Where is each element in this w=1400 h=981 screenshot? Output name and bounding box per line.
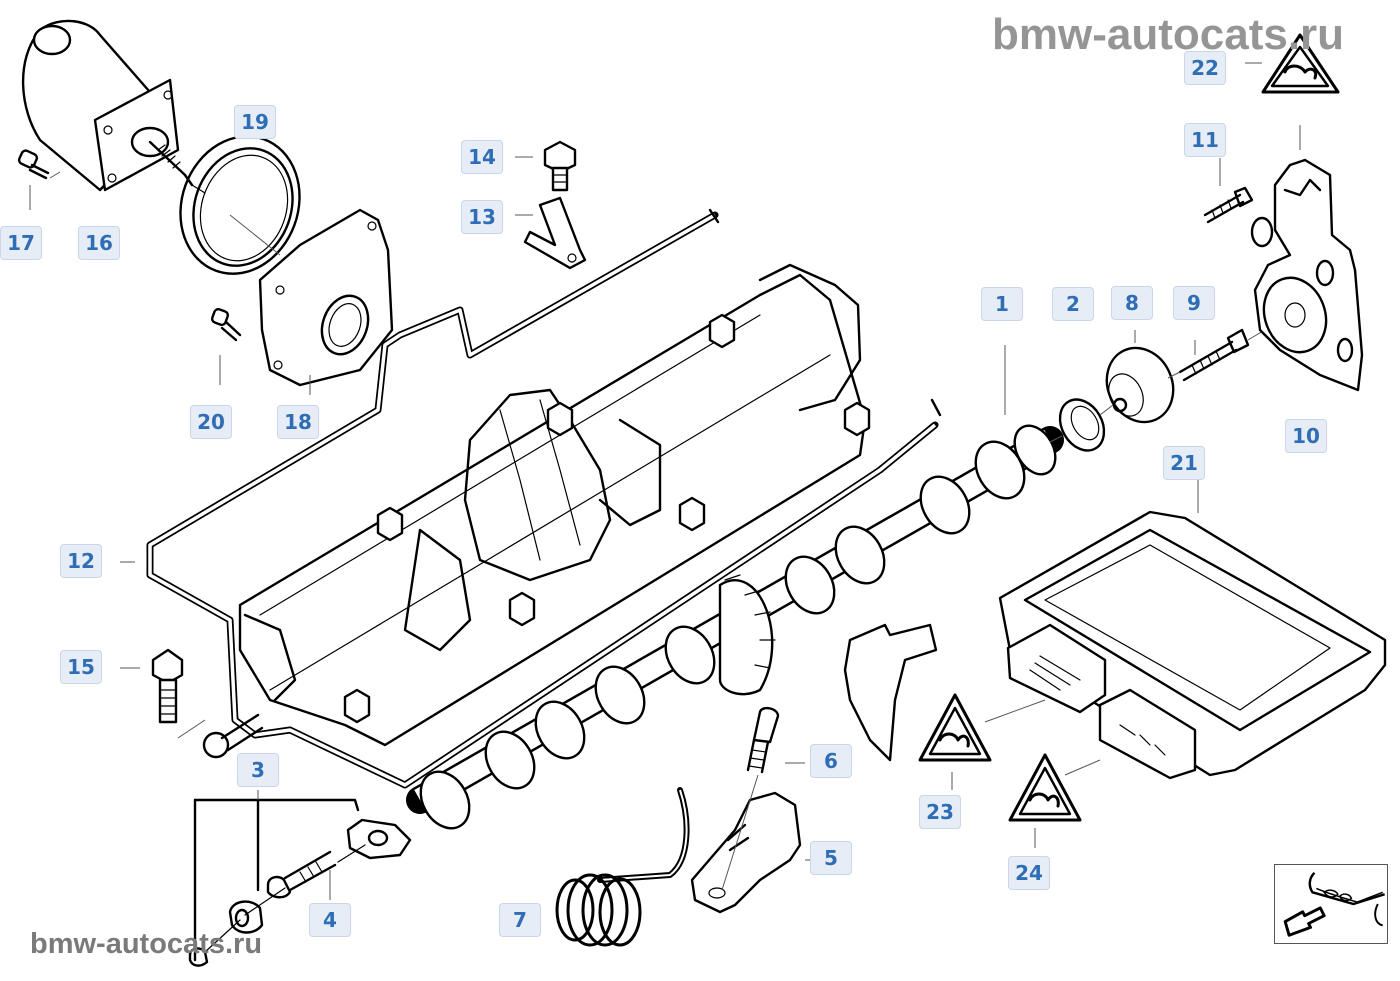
esd-warning-label-22-drawing [1245, 33, 1340, 94]
banjo-fitting-drawing [177, 713, 264, 759]
screw-17-drawing [17, 149, 61, 210]
callout-1[interactable]: 1 [981, 287, 1023, 321]
screw-9-drawing [1167, 314, 1291, 382]
bearing-flange-drawing [219, 208, 394, 395]
callout-4[interactable]: 4 [309, 903, 351, 937]
roller-drawing [1099, 330, 1175, 424]
vehicle-view-thumbnail[interactable] [1274, 864, 1388, 944]
gasket-ring-drawing [179, 135, 301, 275]
callout-14[interactable]: 14 [461, 140, 503, 174]
callout-17[interactable]: 17 [0, 226, 42, 260]
callout-6[interactable]: 6 [810, 744, 852, 778]
car-front-arrow-icon [1283, 871, 1385, 937]
callout-19[interactable]: 19 [234, 105, 276, 139]
callout-10[interactable]: 10 [1285, 419, 1327, 453]
callout-20[interactable]: 20 [190, 405, 232, 439]
esd-warning-label-24-drawing [1008, 753, 1101, 848]
callout-24[interactable]: 24 [1008, 856, 1050, 890]
holder-13-drawing [515, 196, 587, 270]
bolt-set-bracket-lines [193, 790, 360, 962]
callout-16[interactable]: 16 [78, 226, 120, 260]
callout-23[interactable]: 23 [919, 795, 961, 829]
callout-13[interactable]: 13 [461, 200, 503, 234]
screw-4-drawing [188, 818, 412, 967]
lever-drawing [843, 623, 938, 762]
eccentric-shaft-sensor-drawing [1250, 125, 1364, 392]
callout-2[interactable]: 2 [1052, 287, 1094, 321]
screw-6-drawing [721, 706, 805, 891]
callout-8[interactable]: 8 [1111, 286, 1153, 320]
screw-20-drawing [210, 307, 242, 342]
oil-line-drawing [120, 208, 942, 789]
screw-11-drawing [1203, 158, 1254, 224]
callout-3[interactable]: 3 [237, 753, 279, 787]
bracket-5-drawing [690, 791, 815, 914]
bearing-frame-drawing [238, 263, 871, 747]
callout-11[interactable]: 11 [1184, 123, 1226, 157]
callout-7[interactable]: 7 [499, 903, 541, 937]
servomotor-drawing [21, 19, 206, 194]
hex-bolt-14-drawing [515, 140, 577, 192]
needle-bearing-drawing [1049, 398, 1106, 452]
torsion-spring-drawing [555, 787, 690, 947]
esd-warning-label-23-drawing [918, 693, 1046, 790]
camshaft-drawing [406, 345, 1064, 830]
callout-21[interactable]: 21 [1163, 446, 1205, 480]
callout-12[interactable]: 12 [60, 544, 102, 578]
callout-22[interactable]: 22 [1184, 51, 1226, 85]
callout-18[interactable]: 18 [277, 405, 319, 439]
callout-9[interactable]: 9 [1173, 286, 1215, 320]
callout-15[interactable]: 15 [60, 650, 102, 684]
hex-bolt-15-drawing [120, 648, 184, 724]
control-unit-drawing [998, 480, 1387, 780]
callout-5[interactable]: 5 [810, 841, 852, 875]
